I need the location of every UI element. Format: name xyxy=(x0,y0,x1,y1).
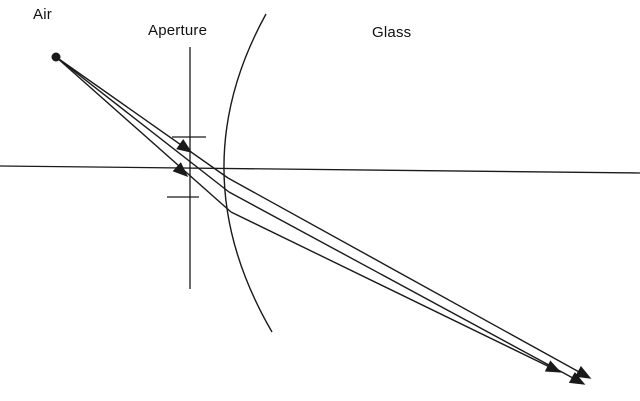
incident-ray-lower xyxy=(55,56,232,213)
label-aperture: Aperture xyxy=(148,22,208,39)
ray-direction-arrow-lower xyxy=(172,162,189,178)
refracted-ray-middle xyxy=(228,191,586,385)
label-glass: Glass xyxy=(372,24,412,41)
glass-surface-arc xyxy=(223,13,273,333)
optical-axis-line xyxy=(0,165,640,174)
label-air: Air xyxy=(33,6,52,23)
ray-direction-arrow-upper xyxy=(176,139,193,153)
incident-ray-middle xyxy=(55,56,230,193)
refracted-ray-upper xyxy=(227,177,592,379)
incident-ray-upper xyxy=(55,56,229,179)
refracted-ray-lower xyxy=(230,211,562,373)
